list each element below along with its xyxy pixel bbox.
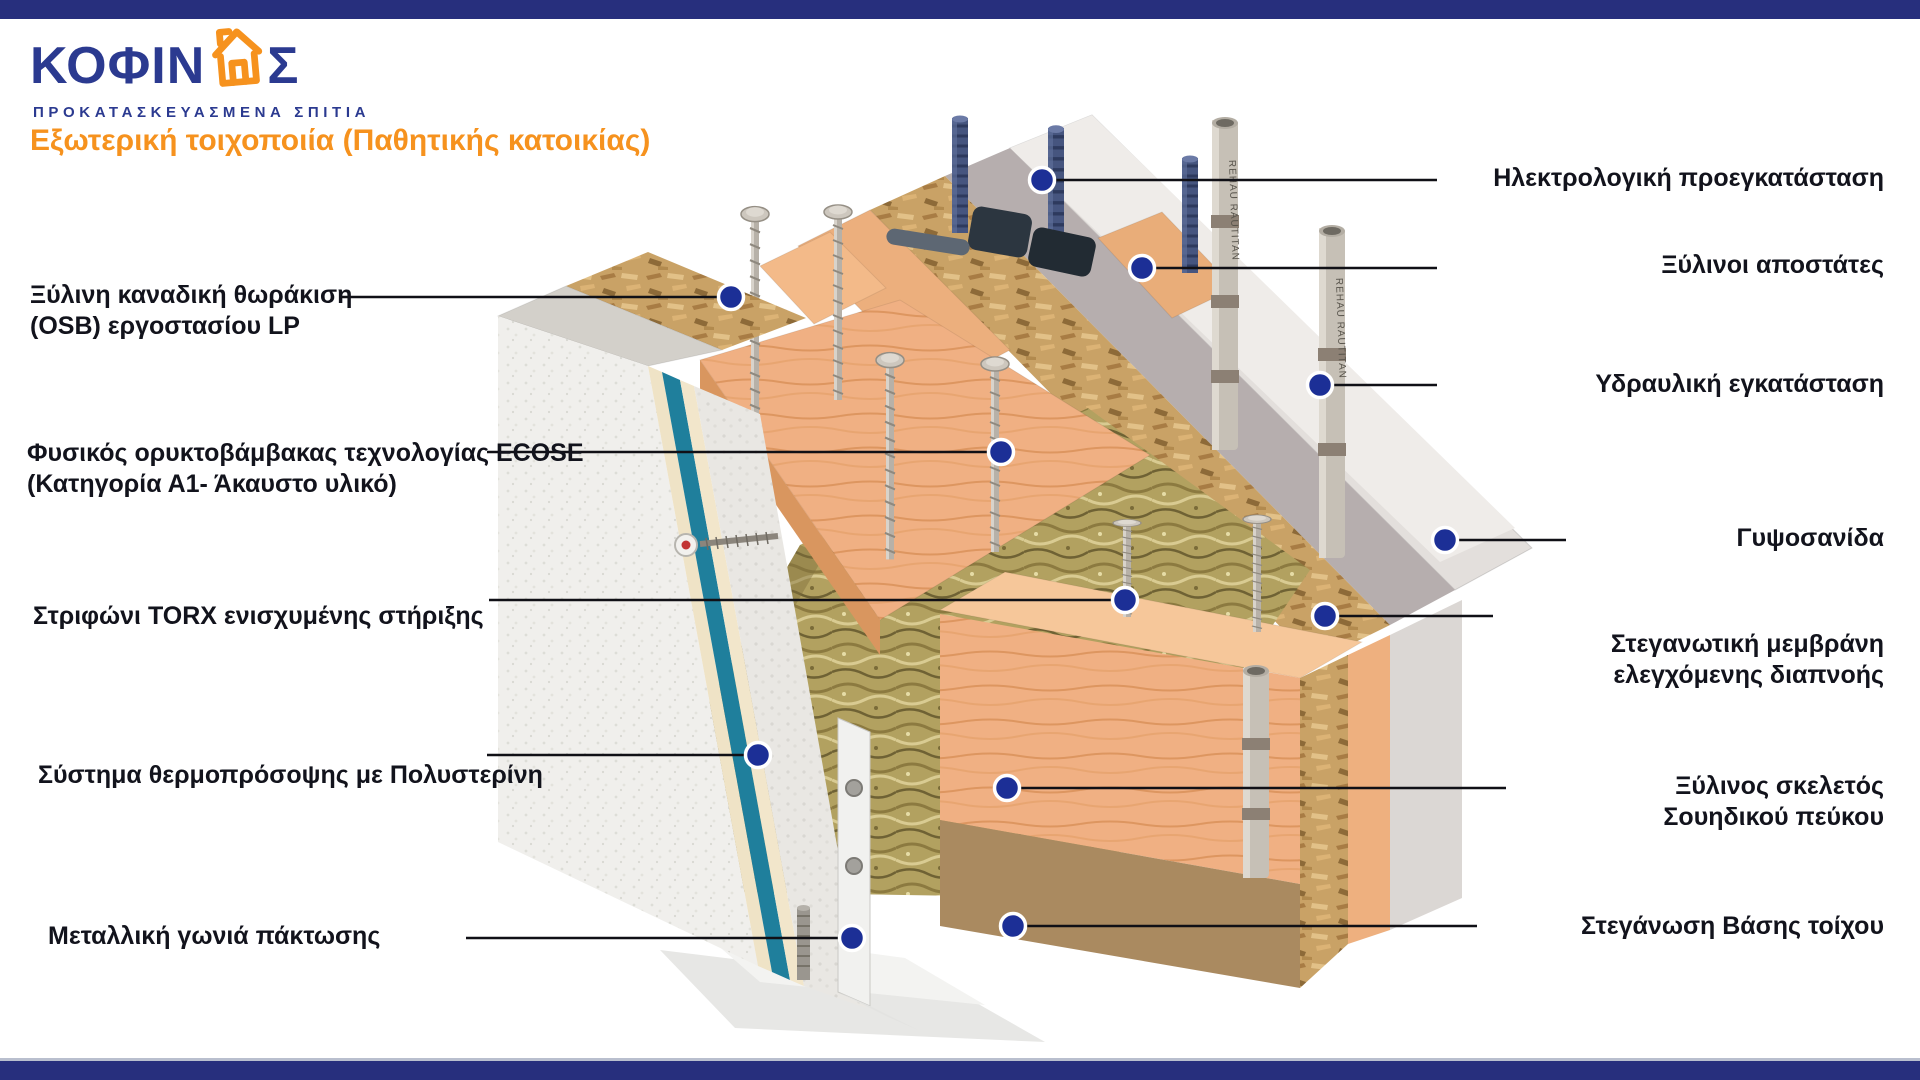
- marker-thermal-facade: [743, 740, 773, 770]
- marker-osb: [716, 282, 746, 312]
- electrical-box: [886, 206, 1096, 277]
- marker-membrane: [1310, 601, 1340, 631]
- logo-text-right: Σ: [267, 36, 300, 95]
- label-wooden-spacers: Ξύλινοι αποστάτες: [1661, 251, 1884, 279]
- label-torx-screw: Στριφώνι TORX ενισχυμένης στήριξης: [33, 602, 484, 630]
- label-electrical: Ηλεκτρολογική προεγκατάσταση: [1493, 164, 1884, 192]
- label-timber-frame: Ξύλινος σκελετός Σουηδικού πεύκου: [1663, 772, 1884, 831]
- right-layer-strips: [1300, 600, 1462, 988]
- label-thermal-facade: Σύστημα θερμοπρόσοψης με Πολυστερίνη: [38, 761, 543, 789]
- marker-spacers: [1127, 253, 1157, 283]
- marker-electrical: [1027, 165, 1057, 195]
- page-title: Εξωτερική τοιχοποιία (Παθητικής κατοικία…: [30, 124, 651, 157]
- label-base-waterproofing: Στεγάνωση Βάσης τοίχου: [1581, 912, 1884, 940]
- bottom-accent-bar: [0, 1058, 1920, 1080]
- marker-torx: [1110, 585, 1140, 615]
- logo-text-left: ΚΟΦΙΝ: [30, 36, 206, 95]
- logo-subtitle: ΠΡΟΚΑΤΑΣΚΕΥΑΣΜΕΝΑ ΣΠΙΤΙΑ: [33, 104, 371, 121]
- marker-mineral-wool: [986, 437, 1016, 467]
- marker-metal-angle: [837, 923, 867, 953]
- label-mineral-wool: Φυσικός ορυκτοβάμβακας τεχνολογίας ECOSE…: [27, 439, 584, 498]
- label-metal-angle: Μεταλλική γωνιά πάκτωσης: [48, 922, 381, 950]
- marker-timber-frame: [992, 773, 1022, 803]
- stud-block: [938, 514, 1364, 988]
- company-logo: ΚΟΦΙΝ Σ: [30, 26, 300, 105]
- marker-gypsum: [1430, 525, 1460, 555]
- label-osb-sheathing: Ξύλινη καναδική θωράκιση (OSB) εργοστασί…: [30, 281, 353, 340]
- marker-plumbing: [1305, 370, 1335, 400]
- label-gypsum-board: Γυψοσανίδα: [1736, 524, 1884, 552]
- label-vapor-membrane: Στεγανωτική μεμβράνη ελεγχόμενης διαπνοή…: [1610, 630, 1884, 689]
- base-waterproofing-band: [940, 820, 1300, 988]
- teal-stripe: [662, 372, 790, 980]
- facade-screw: [674, 531, 779, 557]
- pipe-brand-text: REHAU RAUTITAN: [1333, 278, 1348, 379]
- marker-base-waterproofing: [998, 911, 1028, 941]
- house-icon: [209, 26, 265, 97]
- leader-lines: [340, 178, 1566, 940]
- label-plumbing: Υδραυλική εγκατάσταση: [1595, 370, 1884, 398]
- plumbing-pipes: REHAU RAUTITAN REHAU RAUTITAN: [1211, 117, 1348, 878]
- osb-top-edge: [566, 252, 806, 350]
- marker-dots: [716, 165, 1460, 953]
- top-accent-bar: [0, 0, 1920, 19]
- pipe-brand-text: REHAU RAUTITAN: [1226, 160, 1241, 261]
